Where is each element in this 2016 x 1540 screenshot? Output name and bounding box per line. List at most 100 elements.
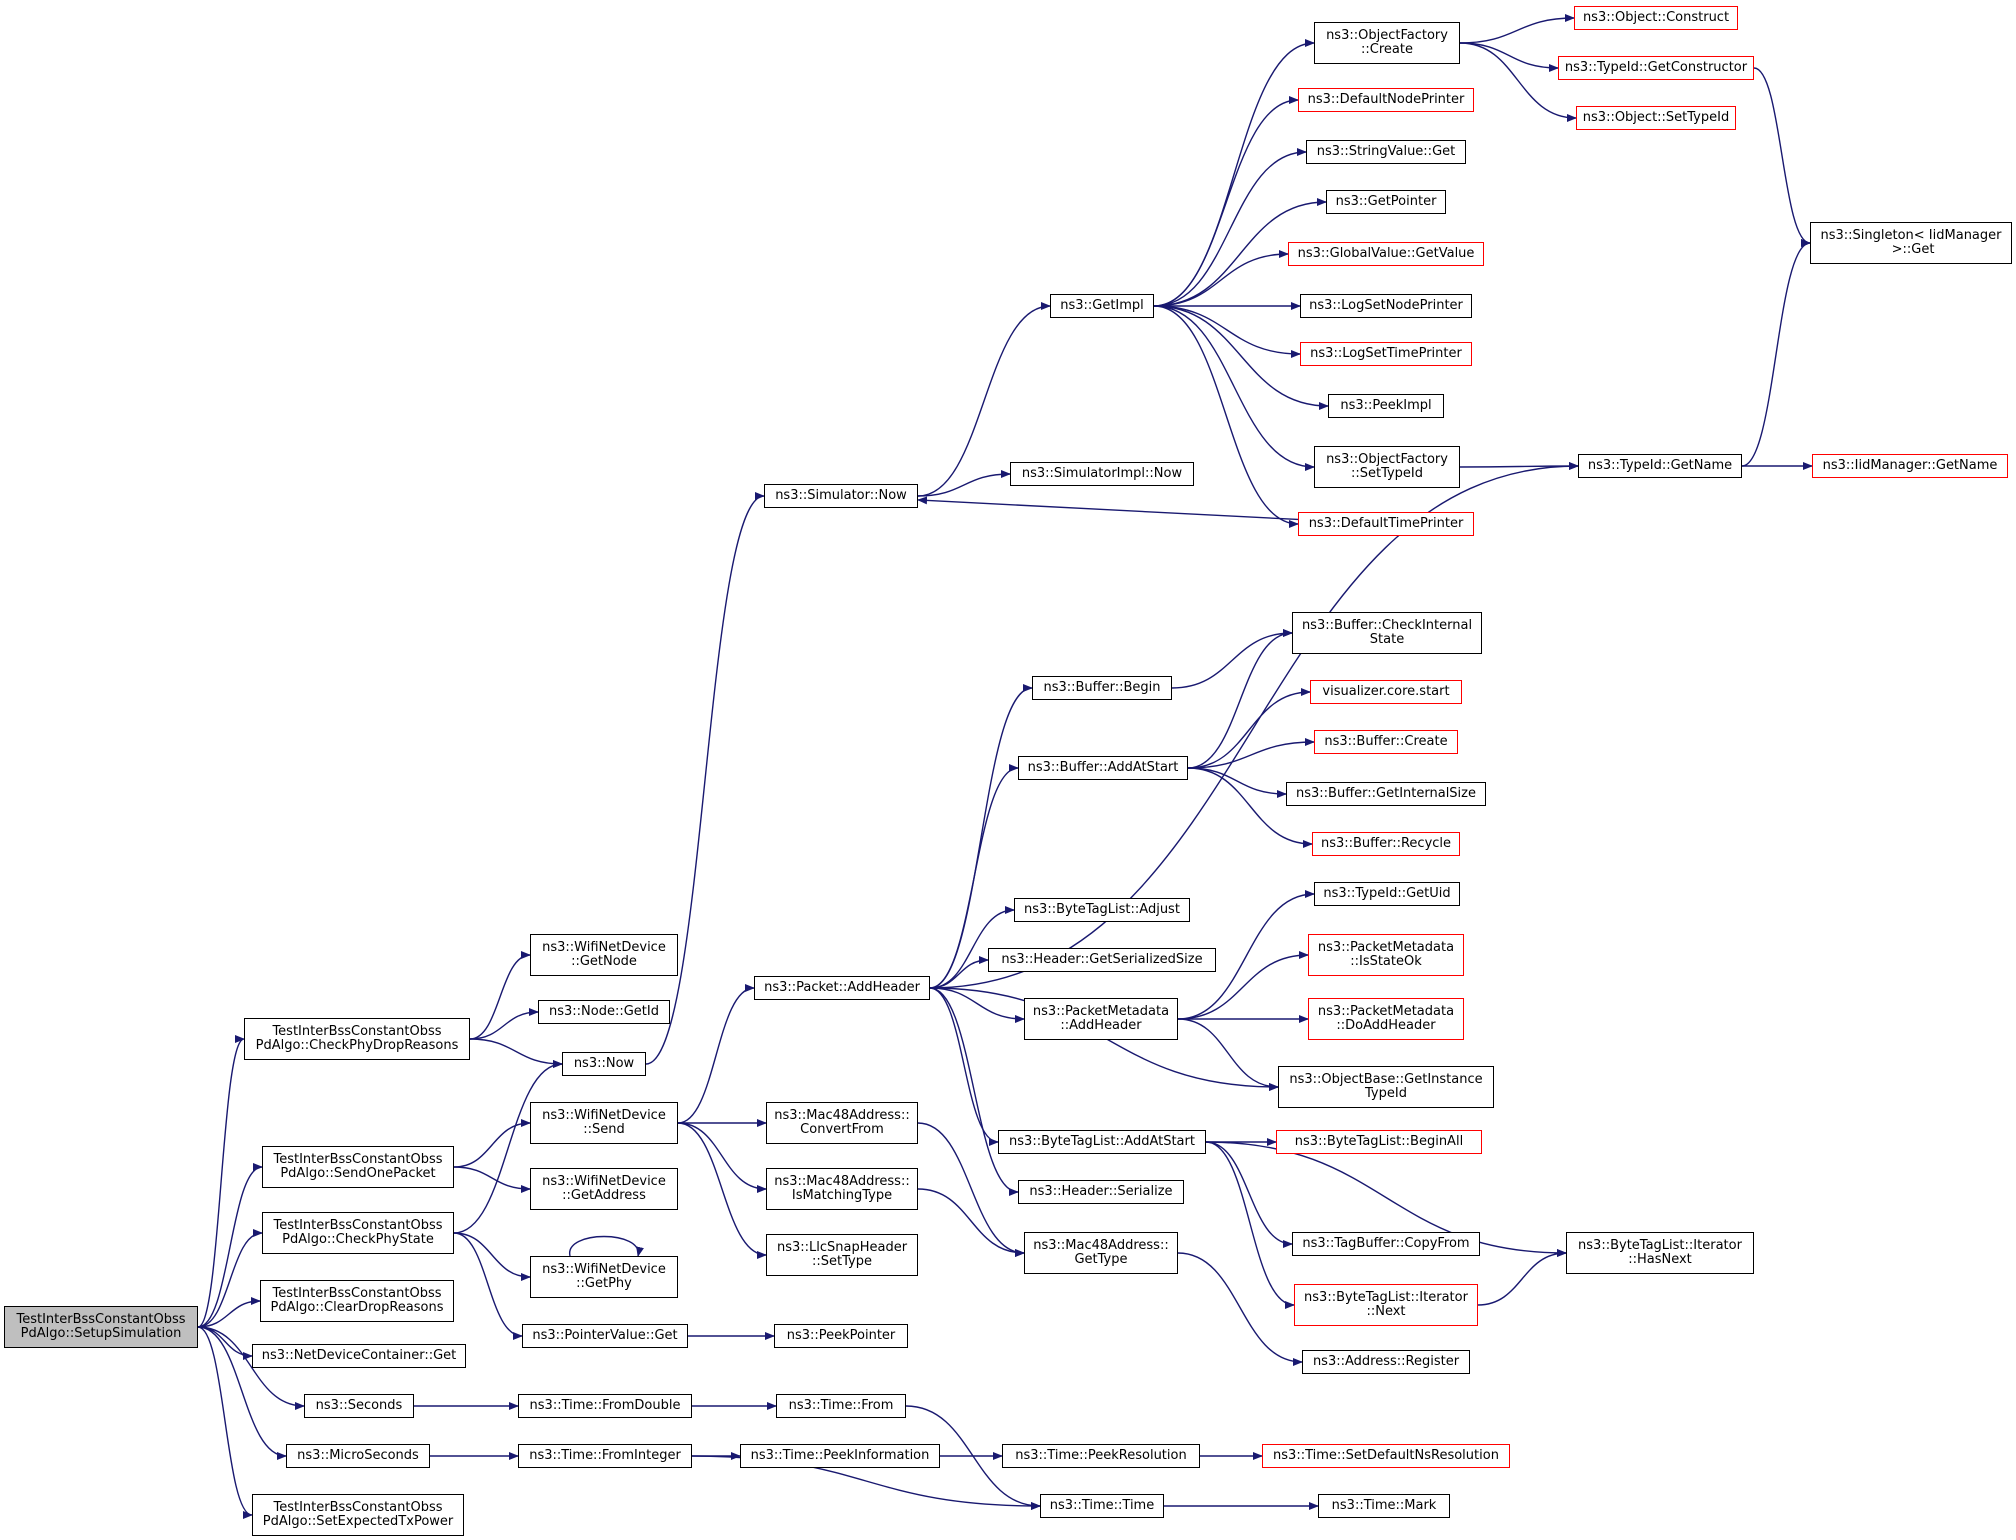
call-edge-buffer_addatstart-to-buffer_recycle [1187, 767, 1313, 848]
function-node-objectfactory-settypeid[interactable]: ns3::ObjectFactory ::SetTypeId [1314, 446, 1460, 488]
call-edge-buffer_begin-to-buffer_checkinternalstate [1171, 629, 1293, 689]
function-node-visualizer-core-start[interactable]: visualizer.core.start [1310, 680, 1462, 704]
function-node-wifinetdevice-getphy[interactable]: ns3::WifiNetDevice ::GetPhy [530, 1256, 678, 1298]
function-node-typeid-getconstructor[interactable]: ns3::TypeId::GetConstructor [1558, 56, 1754, 80]
function-node-header-getserializedsize[interactable]: ns3::Header::GetSerializedSize [988, 948, 1216, 972]
function-node-check-phy-state[interactable]: TestInterBssConstantObss PdAlgo::CheckPh… [262, 1212, 454, 1254]
function-node-send-one-packet[interactable]: TestInterBssConstantObss PdAlgo::SendOne… [262, 1146, 454, 1188]
function-node-iidmanager-getname[interactable]: ns3::IidManager::GetName [1812, 454, 2008, 478]
function-node-time-fromdouble[interactable]: ns3::Time::FromDouble [518, 1394, 692, 1418]
function-node-ns3-now[interactable]: ns3::Now [562, 1052, 646, 1076]
function-node-tagbuffer-copyfrom[interactable]: ns3::TagBuffer::CopyFrom [1292, 1232, 1480, 1256]
function-node-globalvalue-getvalue[interactable]: ns3::GlobalValue::GetValue [1288, 242, 1484, 266]
call-edge-defaulttimeprinter-to-simulator_now [917, 496, 1299, 521]
function-node-time-from[interactable]: ns3::Time::From [776, 1394, 906, 1418]
call-edge-objectfactory_settypeid-to-typeid_getname [1459, 462, 1579, 471]
function-node-time-time[interactable]: ns3::Time::Time [1040, 1494, 1164, 1518]
call-edge-check_phy_drop_reasons-to-ns3_now [469, 1038, 563, 1068]
function-node-stringvalue-get[interactable]: ns3::StringValue::Get [1306, 140, 1466, 164]
call-edge-setup_simulation-to-seconds [197, 1326, 305, 1410]
function-node-wifinetdevice-send[interactable]: ns3::WifiNetDevice ::Send [530, 1102, 678, 1144]
function-node-packetmetadata-isstateok[interactable]: ns3::PacketMetadata ::IsStateOk [1308, 934, 1464, 976]
function-node-netdevicecontainer-get[interactable]: ns3::NetDeviceContainer::Get [252, 1344, 466, 1368]
function-node-peekpointer[interactable]: ns3::PeekPointer [774, 1324, 908, 1348]
function-node-mac48-ismatchingtype[interactable]: ns3::Mac48Address:: IsMatchingType [766, 1168, 918, 1210]
function-node-clear-drop-reasons[interactable]: TestInterBssConstantObss PdAlgo::ClearDr… [260, 1280, 454, 1322]
call-edge-getimpl-to-globalvalue_getvalue [1153, 250, 1289, 307]
function-node-buffer-begin[interactable]: ns3::Buffer::Begin [1032, 676, 1172, 700]
function-node-microseconds[interactable]: ns3::MicroSeconds [286, 1444, 430, 1468]
call-edge-getimpl-to-peekimpl [1153, 305, 1329, 410]
function-node-defaulttimeprinter[interactable]: ns3::DefaultTimePrinter [1298, 512, 1474, 536]
call-edge-wifinetdevice_getphy-to-wifinetdevice_getphy [569, 1235, 644, 1257]
function-node-time-setdefaultnsresolution[interactable]: ns3::Time::SetDefaultNsResolution [1262, 1444, 1510, 1468]
call-edge-setup_simulation-to-send_one_packet [197, 1163, 263, 1328]
function-node-simulatorimpl-now[interactable]: ns3::SimulatorImpl::Now [1010, 462, 1194, 486]
function-node-buffer-create[interactable]: ns3::Buffer::Create [1314, 730, 1458, 754]
function-node-llcsnap-settype[interactable]: ns3::LlcSnapHeader ::SetType [766, 1234, 918, 1276]
function-node-object-settypeid[interactable]: ns3::Object::SetTypeId [1576, 106, 1736, 130]
function-node-wifinetdevice-getaddress[interactable]: ns3::WifiNetDevice ::GetAddress [530, 1168, 678, 1210]
function-node-getimpl[interactable]: ns3::GetImpl [1050, 294, 1154, 318]
function-node-objectfactory-create[interactable]: ns3::ObjectFactory ::Create [1314, 22, 1460, 64]
call-edge-getimpl-to-stringvalue_get [1153, 148, 1307, 307]
call-edge-getimpl-to-getpointer [1153, 198, 1327, 307]
function-node-bytetaglist-beginall[interactable]: ns3::ByteTagList::BeginAll [1276, 1130, 1482, 1154]
call-edge-objectfactory_create-to-object_settypeid [1459, 42, 1577, 122]
function-node-bytetaglist-adjust[interactable]: ns3::ByteTagList::Adjust [1014, 898, 1190, 922]
call-edge-wifinetdevice_send-to-mac48_ismatchingtype [677, 1122, 767, 1193]
function-node-logsetnodeprinter[interactable]: ns3::LogSetNodePrinter [1300, 294, 1472, 318]
function-node-typeid-getuid[interactable]: ns3::TypeId::GetUid [1314, 882, 1460, 906]
call-edge-getimpl-to-defaulttimeprinter [1153, 305, 1299, 528]
function-node-header-serialize[interactable]: ns3::Header::Serialize [1018, 1180, 1184, 1204]
call-edge-simulator_now-to-getimpl [917, 302, 1051, 497]
function-node-object-construct[interactable]: ns3::Object::Construct [1574, 6, 1738, 30]
function-node-check-phy-drop-reasons[interactable]: TestInterBssConstantObss PdAlgo::CheckPh… [244, 1018, 470, 1060]
call-edge-setup_simulation-to-microseconds [197, 1326, 287, 1460]
call-edge-getimpl-to-defaultnodeprinter [1153, 96, 1299, 307]
function-node-bytetaglist-iterator-next[interactable]: ns3::ByteTagList::Iterator ::Next [1294, 1284, 1478, 1326]
function-node-wifinetdevice-getnode[interactable]: ns3::WifiNetDevice ::GetNode [530, 934, 678, 976]
call-edge-mac48_convertfrom-to-mac48_gettype [917, 1122, 1025, 1257]
function-node-singleton-iidmanager-get[interactable]: ns3::Singleton< IidManager >::Get [1810, 222, 2012, 264]
function-node-logsettimeprinter[interactable]: ns3::LogSetTimePrinter [1300, 342, 1472, 366]
function-node-buffer-checkinternalstate[interactable]: ns3::Buffer::CheckInternal State [1292, 612, 1482, 654]
function-node-typeid-getname[interactable]: ns3::TypeId::GetName [1578, 454, 1742, 478]
function-node-time-peekinformation[interactable]: ns3::Time::PeekInformation [740, 1444, 940, 1468]
call-edge-packet_addheader-to-header_getserializedsize [929, 956, 989, 989]
call-edge-check_phy_state-to-pointervalue_get [453, 1232, 523, 1340]
function-node-time-frominteger[interactable]: ns3::Time::FromInteger [518, 1444, 692, 1468]
function-node-time-peekresolution[interactable]: ns3::Time::PeekResolution [1002, 1444, 1200, 1468]
function-node-node-getid[interactable]: ns3::Node::GetId [538, 1000, 670, 1024]
call-edge-packetmetadata_addheader-to-objectbase_getinstancetypeid [1177, 1018, 1279, 1091]
function-node-peekimpl[interactable]: ns3::PeekImpl [1328, 394, 1444, 418]
call-edge-check_phy_drop_reasons-to-node_getid [469, 1008, 539, 1040]
call-edge-buffer_addatstart-to-visualizer_core_start [1187, 688, 1311, 769]
function-node-address-register[interactable]: ns3::Address::Register [1302, 1350, 1470, 1374]
function-node-packetmetadata-doaddheader[interactable]: ns3::PacketMetadata ::DoAddHeader [1308, 998, 1464, 1040]
call-edge-check_phy_drop_reasons-to-wifinetdevice_getnode [469, 951, 531, 1040]
call-edge-ns3_now-to-simulator_now [645, 492, 765, 1065]
function-node-packet-addheader[interactable]: ns3::Packet::AddHeader [754, 976, 930, 1000]
call-edge-getimpl-to-objectfactory_settypeid [1153, 305, 1315, 471]
function-node-buffer-addatstart[interactable]: ns3::Buffer::AddAtStart [1018, 756, 1188, 780]
function-node-set-expected-tx-power[interactable]: TestInterBssConstantObss PdAlgo::SetExpe… [252, 1494, 464, 1536]
function-node-bytetaglist-addatstart[interactable]: ns3::ByteTagList::AddAtStart [998, 1130, 1206, 1154]
function-node-defaultnodeprinter[interactable]: ns3::DefaultNodePrinter [1298, 88, 1474, 112]
function-node-bytetaglist-iterator-hasnext[interactable]: ns3::ByteTagList::Iterator ::HasNext [1566, 1232, 1754, 1274]
function-node-packetmetadata-addheader[interactable]: ns3::PacketMetadata ::AddHeader [1024, 998, 1178, 1040]
function-node-objectbase-getinstancetypeid[interactable]: ns3::ObjectBase::GetInstance TypeId [1278, 1066, 1494, 1108]
function-node-seconds[interactable]: ns3::Seconds [304, 1394, 414, 1418]
function-node-mac48-gettype[interactable]: ns3::Mac48Address:: GetType [1024, 1232, 1178, 1274]
function-node-buffer-recycle[interactable]: ns3::Buffer::Recycle [1312, 832, 1460, 856]
function-node-buffer-getinternalsize[interactable]: ns3::Buffer::GetInternalSize [1286, 782, 1486, 806]
function-node-pointervalue-get[interactable]: ns3::PointerValue::Get [522, 1324, 688, 1348]
function-node-mac48-convertfrom[interactable]: ns3::Mac48Address:: ConvertFrom [766, 1102, 918, 1144]
function-node-setup-simulation[interactable]: TestInterBssConstantObss PdAlgo::SetupSi… [4, 1306, 198, 1348]
function-node-simulator-now[interactable]: ns3::Simulator::Now [764, 484, 918, 508]
function-node-getpointer[interactable]: ns3::GetPointer [1326, 190, 1446, 214]
call-edge-wifinetdevice_send-to-llcsnap_settype [677, 1122, 767, 1259]
call-edge-packet_addheader-to-bytetaglist_adjust [929, 906, 1015, 989]
function-node-time-mark[interactable]: ns3::Time::Mark [1318, 1494, 1450, 1518]
call-edge-packet_addheader-to-header_serialize [929, 987, 1019, 1196]
